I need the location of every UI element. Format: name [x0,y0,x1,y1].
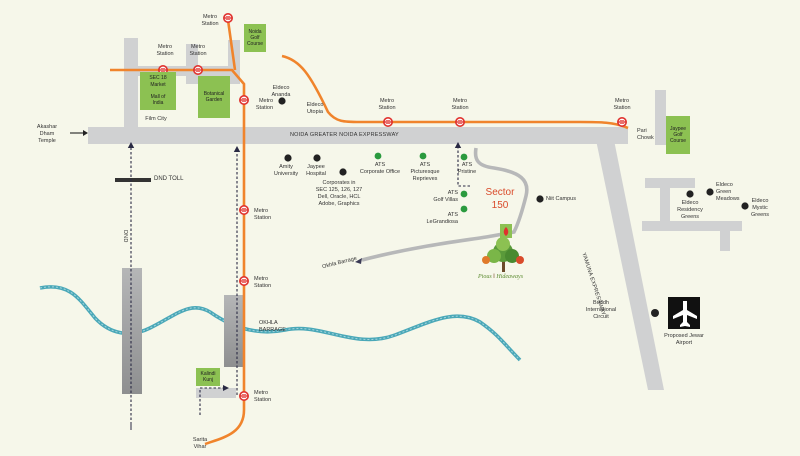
dashed-routes [130,146,470,420]
road-east-v2 [660,185,670,230]
road-east-h2 [642,221,742,231]
sarita-vihar-label: Sarita Vihar [192,437,208,450]
road-east-v [655,90,666,145]
niit-label: Niit Campus [546,196,576,202]
metro-station-label: Metro Station [254,276,272,289]
okhla-barrage-caps-label: OKHLA BARRAGE [259,320,286,333]
corporates-label: Corporates in SEC 125, 126, 127 Dell, Or… [315,180,363,207]
film-city-road [124,38,138,128]
okhla-flyover [224,295,244,367]
eldeco-green-label: Eldeco Green Meadows [716,182,740,202]
sector-flag-icon [500,224,512,238]
sector-label: Sector [485,187,515,198]
amity-label: Amity University [273,164,299,177]
pari-chowk-label: Pari Chowk [637,128,654,141]
metro-station-label: Metro Station [254,208,272,221]
eldeco-residency-label: Eldeco Residency Greens [677,200,703,220]
roads [88,38,742,398]
akashar-label: Akashar Dham Temple [36,124,58,144]
jewar-airport-label: Proposed Jewar Airport [664,333,704,346]
sarita-road [196,388,236,398]
sector-number: 150 [491,200,509,211]
ats-picturesque-label: ATS Picturesque Reprieves [410,162,440,182]
expressway-label: NOIDA GREATER NOIDA EXPRESSWAY [290,132,399,138]
logo-text: Pious ‖ Hideaways [478,274,524,280]
metro-line [110,19,629,446]
eldeco-utopia-label: Eldeco Utopia [306,102,324,115]
buddh-circuit-label: Buddh International Circuit [585,300,617,320]
metro-station-label: Metro Station [156,44,174,57]
sector-name: Sector 150 [486,186,515,212]
metro-station-label: Metro Station [378,98,396,111]
dnd-toll-label: DND TOLL [154,176,184,182]
metro-station-label: Metro Station [254,390,272,403]
metro-station-label: Metro Station [189,44,207,57]
road-east-v3 [720,221,730,251]
airport-icon [668,297,700,329]
sec18-market: SEC 18 Market Mall of India [140,72,176,110]
eldeco-mystic-label: Eldeco Mystic Greens [750,198,770,218]
ats-legrandiosa-label: ATS LeGrandiosa [426,212,459,225]
metro-station-label: Metro Station [451,98,469,111]
jaypee-golf-course: Jaypee Golf Course [666,116,690,154]
logo-line1: Pious [478,274,492,280]
dnd-toll-bar [115,178,151,182]
ats-pristine-label: ATS Pristine [457,162,477,175]
noida-golf-course: Noida Golf Course [244,24,266,52]
dnd-flyover [122,268,142,394]
tree-logo-icon [482,237,524,272]
yamuna-expressway-road [596,140,664,390]
sector-road-loop [361,147,529,262]
yamuna-river-edge [39,286,521,361]
ats-golf-villas-label: ATS Golf Villas [433,190,458,203]
film-city-label: Film City [145,116,167,122]
route-arrowheads [127,142,462,430]
metro-station-label: Metro Station [613,98,631,111]
metro-station-label: Metro Station [201,14,219,27]
markers-dark [278,97,749,317]
dnd-label: DND [122,230,128,243]
eldeco-ananda-label: Eldeco Ananda [271,85,291,98]
jaypee-hospital-label: Jaypee Hospital [306,164,326,177]
metro-station-label: Metro Station [255,98,273,111]
road-east-h [645,178,695,188]
akashar-arrowhead [83,130,88,136]
logo-line2: Hideaways [496,274,524,280]
ats-corporate-label: ATS Corporate Office [359,162,401,175]
kalindi-kunj: Kalindi Kunj [196,368,220,386]
markers-green [374,152,468,213]
botanical-garden: Botanical Garden [198,76,230,118]
expressway-road [88,127,628,144]
okhla-arrowhead [355,258,362,264]
